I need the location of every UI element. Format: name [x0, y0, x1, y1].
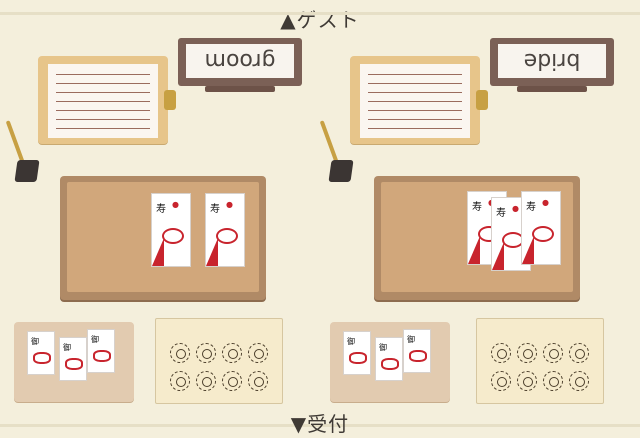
table-icon [543, 371, 563, 391]
small-envelope[interactable]: 御 [28, 332, 54, 374]
seating-chart-left[interactable] [155, 318, 283, 404]
name-sign-right: bride [490, 38, 614, 86]
small-envelope[interactable]: 御 [88, 330, 114, 372]
small-envelope[interactable]: 御 [344, 332, 370, 374]
guestbook-paper [48, 64, 158, 138]
table-icon [222, 371, 242, 391]
table-icon [491, 343, 511, 363]
top-divider [0, 12, 640, 15]
table-icon [170, 371, 190, 391]
table-icon [196, 371, 216, 391]
gift-envelope-board-right: 寿 ● 寿 ● 寿 ● [374, 176, 580, 300]
small-envelope[interactable]: 御 [404, 330, 430, 372]
clipboard-clip-icon [164, 90, 176, 110]
gift-envelope-board-left: 寿 ● 寿 ● [60, 176, 266, 300]
small-envelope[interactable]: 御 [376, 338, 402, 380]
sign-text: groom [204, 48, 276, 74]
sign-stand [517, 86, 587, 92]
seating-chart-right[interactable] [476, 318, 604, 404]
table-icon [517, 343, 537, 363]
table-icon [569, 343, 589, 363]
table-icon [491, 371, 511, 391]
guestbook-clipboard-left[interactable] [38, 56, 176, 144]
guest-direction-label: ▲ゲスト [280, 8, 360, 32]
table-icon [543, 343, 563, 363]
reception-direction-label: ▼受付 [290, 412, 350, 436]
envelope-tray-left: 御 御 御 [14, 322, 134, 402]
sign-stand [205, 86, 275, 92]
table-icon [248, 343, 268, 363]
envelope[interactable]: 寿 ● [206, 194, 244, 266]
envelope[interactable]: 寿 ● [522, 192, 560, 264]
small-envelope[interactable]: 御 [60, 338, 86, 380]
guestbook-paper [360, 64, 470, 138]
table-icon [569, 371, 589, 391]
table-icon [222, 343, 242, 363]
guestbook-clipboard-right[interactable] [350, 56, 488, 144]
table-icon [517, 371, 537, 391]
envelope[interactable]: 寿 ● [152, 194, 190, 266]
pen-stand-icon [14, 160, 40, 182]
clipboard-clip-icon [476, 90, 488, 110]
table-icon [248, 371, 268, 391]
bottom-divider [0, 424, 640, 427]
sign-text: bride [523, 48, 581, 74]
table-icon [196, 343, 216, 363]
table-icon [170, 343, 190, 363]
pen-stand-icon [328, 160, 354, 182]
name-sign-left: groom [178, 38, 302, 86]
envelope-tray-right: 御 御 御 [330, 322, 450, 402]
